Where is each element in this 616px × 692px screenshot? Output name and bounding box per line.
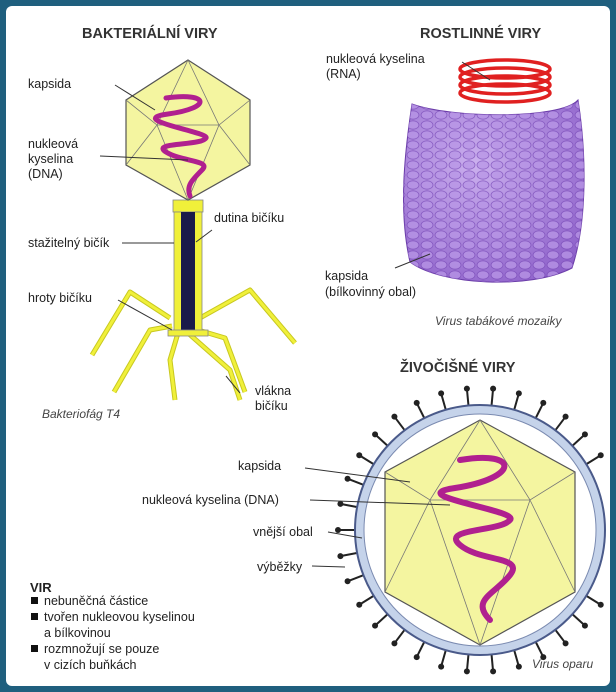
caption-herpes: Virus oparu [532, 657, 593, 671]
tobacco-mosaic-virus [404, 60, 585, 282]
vir-legend: VIR nebuněčná částice tvořen nukleovou k… [30, 580, 195, 672]
spike-knob [391, 640, 397, 646]
diagram-panel: BAKTERIÁLNÍ VIRY ROSTLINNÉ VIRY ŽIVOČIŠN… [6, 6, 610, 686]
vir-item: rozmnožují se pouze [44, 642, 159, 656]
label-bacterial-nucleic-1: nukleová [28, 137, 78, 151]
spike-knob [464, 386, 470, 392]
spike-knob [490, 668, 496, 674]
heading-bacterial-viruses: BAKTERIÁLNÍ VIRY [82, 25, 218, 42]
vir-item: nebuněčná částice [44, 594, 148, 608]
vir-item: v cizích buňkách [44, 658, 136, 672]
spike-knob [356, 452, 362, 458]
caption-tobacco-mosaic: Virus tabákové mozaiky [435, 314, 563, 328]
spike-knob [516, 664, 522, 670]
label-plant-capsid-2: (bílkovinný obal) [325, 285, 416, 299]
spike-knob [414, 400, 420, 406]
label-envelope: vnější obal [253, 525, 313, 539]
spike-knob [490, 386, 496, 392]
bacteriophage-t4 [92, 60, 295, 400]
heading-plant-viruses: ROSTLINNÉ VIRY [420, 25, 541, 42]
spike-knob [598, 602, 604, 608]
spike-knob [372, 431, 378, 437]
label-tail-fibers-1: vlákna [255, 384, 291, 398]
label-animal-capsid: kapsida [238, 459, 281, 473]
label-bacterial-capsid: kapsida [28, 77, 71, 91]
spike-knob [337, 501, 343, 507]
label-plant-capsid-1: kapsida [325, 269, 368, 283]
tmv-rna-helix [460, 60, 550, 102]
spike-knob [372, 623, 378, 629]
spike-knob [337, 553, 343, 559]
t4-tail-core [181, 212, 195, 334]
heading-animal-viruses: ŽIVOČIŠNÉ VIRY [400, 358, 516, 376]
t4-collar [173, 200, 203, 212]
vir-title: VIR [30, 580, 52, 595]
spike-knob [516, 390, 522, 396]
spike-knob [391, 414, 397, 420]
spike-knob [414, 654, 420, 660]
t4-baseplate [168, 330, 208, 336]
spike-knob [335, 527, 341, 533]
spike-knob [345, 578, 351, 584]
label-tail-fibers-2: bičíku [255, 399, 288, 413]
spike-knob [356, 602, 362, 608]
spike-knob [563, 414, 569, 420]
label-plant-nucleic-1: nukleová kyselina [326, 52, 425, 66]
label-bacterial-nucleic-2: kyselina [28, 152, 73, 166]
label-contractile-tail: stažitelný bičík [28, 236, 110, 250]
spike-knob [464, 668, 470, 674]
spike-knob [438, 664, 444, 670]
vir-item: a bílkovinou [44, 626, 111, 640]
label-bacterial-nucleic-3: (DNA) [28, 167, 63, 181]
label-spikes: výběžky [257, 560, 303, 574]
vir-item: tvořen nukleovou kyselinou [44, 610, 195, 624]
spike-knob [540, 400, 546, 406]
herpes-virus [335, 386, 605, 675]
label-tail-core: dutina bičíku [214, 211, 284, 225]
label-animal-nucleic: nukleová kyselina (DNA) [142, 493, 279, 507]
spike-knob [598, 452, 604, 458]
caption-bacteriophage: Bakteriofág T4 [42, 407, 120, 421]
spike-knob [438, 390, 444, 396]
spike-knob [582, 623, 588, 629]
spike-knob [345, 476, 351, 482]
spike-knob [563, 640, 569, 646]
spike-knob [582, 431, 588, 437]
virus-diagram: BAKTERIÁLNÍ VIRY ROSTLINNÉ VIRY ŽIVOČIŠN… [6, 6, 610, 686]
label-tail-pins: hroty bičíku [28, 291, 92, 305]
label-plant-nucleic-2: (RNA) [326, 67, 361, 81]
